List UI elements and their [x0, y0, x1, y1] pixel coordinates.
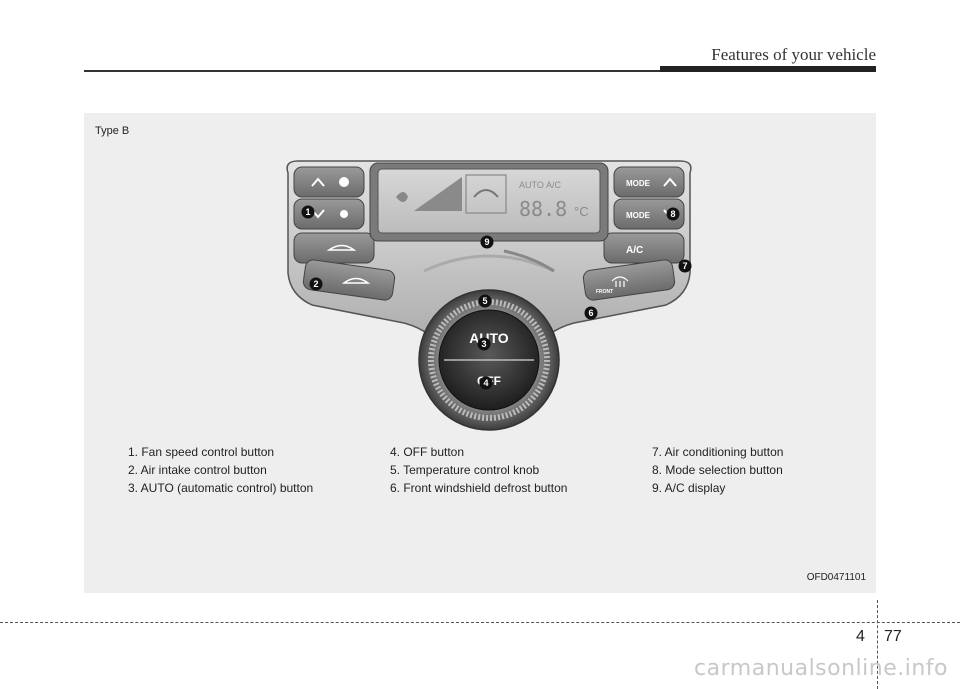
- display-screen: [377, 168, 601, 234]
- fan-icon-small: [340, 210, 348, 218]
- display-ac: A/C: [546, 180, 562, 190]
- callout-label-8: 8: [670, 209, 675, 219]
- fan-icon: [396, 192, 408, 202]
- type-label: Type B: [95, 125, 130, 137]
- watermark: carmanualsonline.info: [694, 656, 948, 681]
- callout-label-6: 6: [588, 308, 593, 318]
- callout-label-7: 7: [682, 261, 687, 271]
- chapter-number: 4: [856, 628, 865, 645]
- legend-item: 9. A/C display: [652, 481, 726, 495]
- callout-3: [477, 337, 491, 351]
- fan-up-button: [293, 166, 365, 198]
- fan-down-button: [293, 198, 365, 230]
- mode-down-button: [613, 198, 685, 230]
- chevron-up-icon: [311, 177, 325, 187]
- front-label: FRONT: [596, 289, 613, 295]
- climate-control-illustration: MODE MODE A/C FRONT AUTO A/C 88.8 °C: [286, 160, 692, 431]
- legend-column-3: 7. Air conditioning button 8. Mode selec…: [652, 443, 783, 497]
- footer-divider: [877, 600, 878, 689]
- callout-label-5: 5: [482, 296, 487, 306]
- display-auto: AUTO: [519, 180, 544, 190]
- temperature-knob: AUTO OFF: [418, 289, 560, 431]
- display-unit: °C: [574, 204, 589, 219]
- callout-2: [309, 277, 323, 291]
- callouts: 1 2 3 4 5 6 7 8 9: [301, 205, 692, 390]
- callout-6: [584, 306, 598, 320]
- section-title: Features of your vehicle: [711, 45, 876, 64]
- mode-up-button: [613, 166, 685, 198]
- right-buttons: MODE MODE A/C FRONT: [582, 166, 685, 301]
- mode-label-bottom: MODE: [626, 211, 651, 220]
- defrost-icon: [611, 276, 629, 287]
- callout-1: [301, 205, 315, 219]
- legend-item: 2. Air intake control button: [128, 463, 267, 477]
- left-buttons: [293, 166, 396, 301]
- legend-item: 4. OFF button: [390, 445, 465, 459]
- legend-item: 8. Mode selection button: [652, 463, 783, 477]
- header-rule-tab: [660, 66, 876, 72]
- airflow-indicator: [465, 174, 507, 214]
- temperature-arc: [423, 254, 555, 273]
- callout-8: [666, 207, 680, 221]
- legend-column-2: 4. OFF button 5. Temperature control kno…: [390, 443, 567, 497]
- ac-button: [603, 232, 685, 264]
- callout-label-4: 4: [483, 378, 488, 388]
- figure-code: OFD0471101: [806, 572, 866, 583]
- callout-label-3: 3: [481, 339, 486, 349]
- callout-9: [480, 235, 494, 249]
- legend-item: 1. Fan speed control button: [128, 445, 275, 459]
- seat-icon: [473, 189, 499, 198]
- temperature-arc-hot: [503, 249, 555, 273]
- legend-item: 3. AUTO (automatic control) button: [128, 481, 314, 495]
- defrost-button: [582, 259, 676, 301]
- fan-icon: [339, 177, 349, 187]
- callout-label-1: 1: [305, 207, 310, 217]
- callout-label-2: 2: [313, 279, 318, 289]
- display-temperature: 88.8: [519, 197, 567, 221]
- chevron-up-icon: [663, 177, 677, 187]
- fan-level-bar: [414, 177, 462, 211]
- legend-item: 5. Temperature control knob: [390, 463, 540, 477]
- figure-panel: Type B: [84, 113, 876, 593]
- legend-item: 6. Front windshield defrost button: [390, 481, 568, 495]
- fresh-air-icon: [341, 277, 371, 284]
- callout-4: [479, 376, 493, 390]
- ac-display: AUTO A/C 88.8 °C: [369, 162, 609, 242]
- recirculation-icon: [326, 244, 357, 251]
- legend-item: 7. Air conditioning button: [652, 445, 784, 459]
- page-number: 77: [884, 628, 902, 645]
- callout-label-9: 9: [484, 237, 489, 247]
- callout-5: [478, 294, 492, 308]
- legend-column-1: 1. Fan speed control button 2. Air intak…: [128, 443, 313, 497]
- header-rule: [84, 70, 876, 72]
- mode-label-top: MODE: [626, 179, 651, 188]
- ac-label: A/C: [626, 245, 643, 256]
- callout-7: [678, 259, 692, 273]
- footer-rule: [0, 622, 960, 623]
